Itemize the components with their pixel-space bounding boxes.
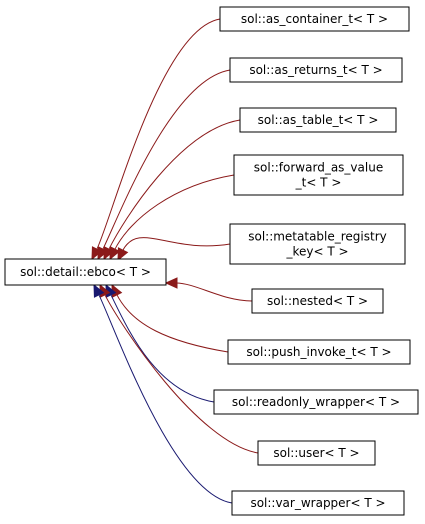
arrowhead-nested [164,277,178,289]
edge-as_returns_t [102,69,231,251]
class-node-user-label: sol::user< T > [273,446,359,460]
arrowhead-forward_as_value_t [109,246,121,261]
class-node-as-table-t[interactable]: sol::as_table_t< T > [239,107,397,133]
class-node-as-table-t-box [239,107,397,133]
class-node-user-box [257,440,376,466]
arrowhead-as_table_t [103,246,115,261]
edge-readonly_wrapper [110,293,215,403]
class-node-as-container-t[interactable]: sol::as_container_t< T > [219,6,410,32]
class-node-push-invoke-t[interactable]: sol::push_invoke_t< T > [227,339,411,365]
class-node-as-container-t-box [219,6,410,32]
edge-user [104,293,259,454]
base-class-node-box [4,258,167,286]
class-node-forward-as-value-t[interactable]: sol::forward_as_value_t< T > [233,154,404,196]
class-node-nested-label: sol::nested< T > [267,294,368,308]
class-node-push-invoke-t-label: sol::push_invoke_t< T > [246,345,391,359]
edge-forward_as_value_t [114,174,235,251]
class-node-nested[interactable]: sol::nested< T > [251,288,384,314]
edge-nested [175,282,253,302]
class-node-as-returns-t[interactable]: sol::as_returns_t< T > [229,57,403,83]
edge-as_table_t [108,119,241,251]
class-node-push-invoke-t-box [227,339,411,365]
arrowhead-as_returns_t [97,246,109,261]
class-node-as-table-t-label: sol::as_table_t< T > [258,113,379,127]
class-node-readonly-wrapper[interactable]: sol::readonly_wrapper< T > [213,389,419,415]
class-node-forward-as-value-t-label: sol::forward_as_value [254,161,383,175]
edge-as_container_t [96,18,221,251]
class-node-forward-as-value-t-box [233,154,404,196]
base-class-node-label: sol::detail::ebco< T > [20,265,151,279]
class-node-as-returns-t-box [229,57,403,83]
edge-metatable_registry_key [122,237,231,252]
arrowhead-var_wrapper [93,283,105,298]
class-node-metatable-registry-key-label: _key< T > [285,245,348,259]
arrowhead-as_container_t [91,246,103,261]
edge-push_invoke_t [116,293,229,353]
class-node-var-wrapper-box [231,490,405,516]
class-node-readonly-wrapper-label: sol::readonly_wrapper< T > [232,395,400,409]
arrowhead-metatable_registry_key [117,247,129,262]
base-class-node[interactable]: sol::detail::ebco< T > [4,258,167,286]
class-node-user[interactable]: sol::user< T > [257,440,376,466]
class-node-readonly-wrapper-box [213,389,419,415]
class-node-var-wrapper[interactable]: sol::var_wrapper< T > [231,490,405,516]
class-node-var-wrapper-label: sol::var_wrapper< T > [250,496,385,510]
class-node-forward-as-value-t-label: _t< T > [295,176,342,190]
class-nodes: sol::detail::ebco< T > sol::as_container_… [4,6,419,516]
class-node-metatable-registry-key-label: sol::metatable_registry [248,230,387,244]
class-node-as-returns-t-label: sol::as_returns_t< T > [249,63,382,77]
class-node-metatable-registry-key[interactable]: sol::metatable_registry_key< T > [229,223,406,265]
edge-var_wrapper [98,293,233,504]
inheritance-edges [91,18,259,504]
class-node-as-container-t-label: sol::as_container_t< T > [241,12,388,26]
class-node-metatable-registry-key-box [229,223,406,265]
class-node-nested-box [251,288,384,314]
